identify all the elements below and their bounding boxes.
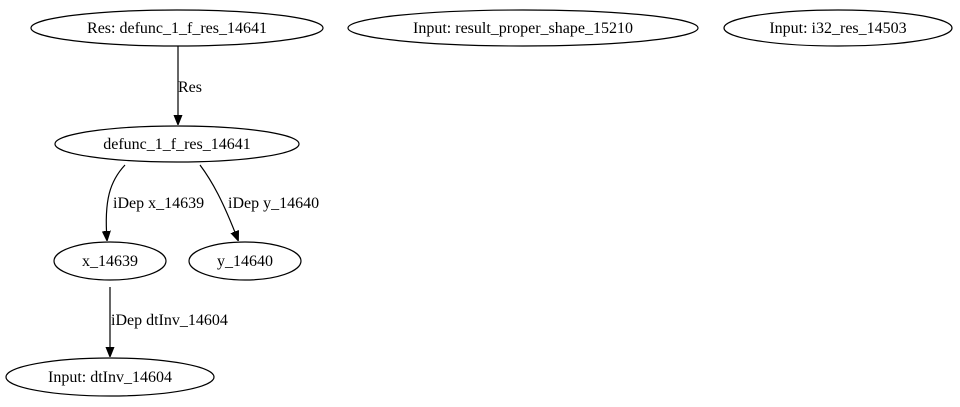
edge-defunc-to-y: iDep y_14640 xyxy=(199,164,319,240)
node-defunc: defunc_1_f_res_14641 xyxy=(54,125,300,163)
edge-label-idep-y: iDep y_14640 xyxy=(228,195,319,212)
node-label: defunc_1_f_res_14641 xyxy=(103,136,251,153)
node-label: Res: defunc_1_f_res_14641 xyxy=(87,20,267,37)
node-input-i32-res: Input: i32_res_14503 xyxy=(723,9,953,47)
node-input-result-proper-shape: Input: result_proper_shape_15210 xyxy=(347,9,699,47)
node-res-defunc: Res: defunc_1_f_res_14641 xyxy=(30,9,324,47)
node-label: Input: i32_res_14503 xyxy=(769,20,906,37)
edge-x-to-dtinv: iDep dtInv_14604 xyxy=(110,287,228,356)
node-y: y_14640 xyxy=(188,241,302,281)
edge-label-idep-dtinv: iDep dtInv_14604 xyxy=(111,312,228,329)
edge-label-idep-x: iDep x_14639 xyxy=(113,195,204,212)
node-label: Input: result_proper_shape_15210 xyxy=(413,20,633,37)
node-x: x_14639 xyxy=(53,241,167,281)
edge-label-res: Res xyxy=(178,79,202,96)
edge-defunc-to-x: iDep x_14639 xyxy=(106,164,204,240)
node-label: y_14640 xyxy=(217,253,273,270)
edge-res-to-defunc: Res xyxy=(178,46,202,124)
node-label: Input: dtInv_14604 xyxy=(48,369,172,386)
node-label: x_14639 xyxy=(82,253,138,270)
node-input-dtinv: Input: dtInv_14604 xyxy=(5,357,215,397)
